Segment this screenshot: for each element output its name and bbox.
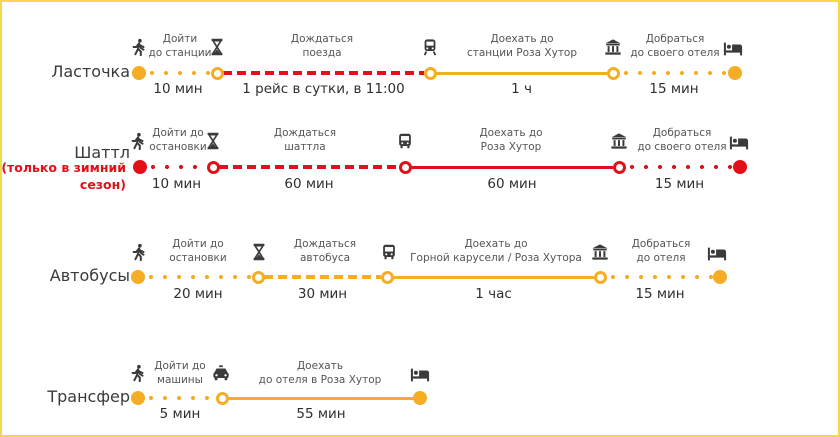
train-icon: [421, 38, 439, 56]
segment-duration: 10 мин: [153, 81, 203, 97]
end-node: [728, 66, 742, 80]
bed-icon: [410, 366, 430, 384]
segment-duration: 20 мин: [173, 286, 223, 302]
station-icon: [604, 38, 622, 56]
hourglass-icon: [208, 38, 226, 56]
transfer-node: [206, 160, 220, 174]
segment-dotted-line: [145, 71, 211, 75]
segment-dotted-line: [606, 275, 714, 279]
segment-duration: 10 мин: [151, 176, 202, 192]
segment-duration: 15 мин: [654, 176, 705, 192]
route-name: Шаттл: [74, 143, 130, 162]
hourglass-icon: [250, 243, 268, 261]
route-name: Ласточка: [51, 62, 130, 81]
start-node: [131, 391, 145, 405]
segment-duration: 15 мин: [649, 81, 699, 97]
transfer-node: [612, 160, 626, 174]
start-node: [131, 270, 145, 284]
end-node: [733, 160, 747, 174]
transfer-node: [380, 270, 394, 284]
station-icon: [591, 243, 609, 261]
segment-dotted-line: [146, 165, 207, 169]
bed-icon: [729, 134, 749, 152]
transfer-node: [593, 270, 607, 284]
transfer-node: [606, 66, 620, 80]
segment-duration: 1 час: [475, 286, 512, 302]
segment-dashed-line: [223, 71, 424, 75]
taxi-icon: [212, 364, 230, 382]
end-node: [413, 391, 427, 405]
segment-duration: 15 мин: [635, 286, 685, 302]
segment-duration: 1 рейс в сутки, в 11:00: [242, 81, 405, 97]
segment-solid-line: [411, 166, 613, 169]
start-node: [132, 66, 146, 80]
segment-solid-line: [436, 72, 607, 75]
segment-duration: 5 мин: [159, 406, 201, 422]
end-node: [713, 270, 727, 284]
segment-dashed-line: [219, 165, 399, 169]
walk-icon: [129, 364, 147, 382]
segment-dashed-line: [264, 275, 381, 279]
bus-icon: [380, 243, 398, 261]
station-icon: [610, 132, 628, 150]
walk-icon: [130, 38, 148, 56]
segment-solid-line: [228, 397, 414, 400]
transfer-node: [210, 66, 224, 80]
segment-duration: 1 ч: [511, 81, 532, 97]
start-node: [133, 160, 147, 174]
transfer-node: [215, 391, 229, 405]
segment-solid-line: [393, 276, 594, 279]
segment-dotted-line: [144, 275, 252, 279]
segment-dotted-line: [625, 165, 734, 169]
segment-duration: 30 мин: [297, 286, 348, 302]
walk-icon: [130, 243, 148, 261]
walk-icon: [129, 132, 147, 150]
transfer-node: [251, 270, 265, 284]
bus-icon: [396, 132, 414, 150]
route-name: Автобусы: [49, 266, 130, 285]
segment-duration: 60 мин: [284, 176, 334, 192]
bed-icon: [707, 245, 727, 263]
segment-duration: 60 мин: [487, 176, 537, 192]
segment-dotted-line: [144, 396, 216, 400]
transfer-node: [423, 66, 437, 80]
hourglass-icon: [204, 132, 222, 150]
bed-icon: [723, 40, 743, 58]
transfer-node: [398, 160, 412, 174]
segment-dotted-line: [619, 71, 729, 75]
segment-duration: 55 мин: [296, 406, 346, 422]
route-name: Трансфер: [47, 387, 130, 406]
